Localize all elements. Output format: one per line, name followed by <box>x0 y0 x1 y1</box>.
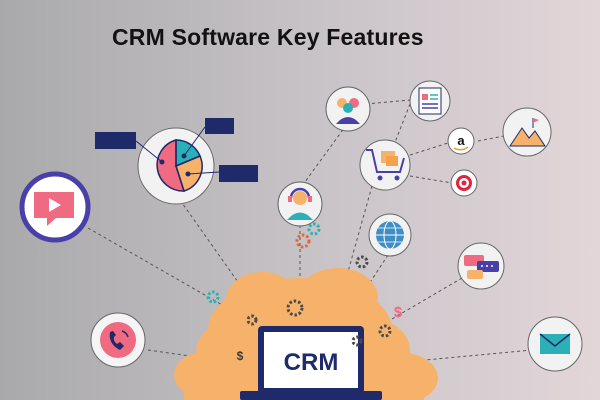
pie-callouts <box>95 118 258 182</box>
connector-amazon <box>409 142 449 156</box>
cloud <box>174 268 438 400</box>
gear-icon <box>307 222 321 236</box>
laptop <box>240 326 382 400</box>
gear-icon <box>351 335 363 347</box>
gear-icon <box>206 290 220 304</box>
dollar-icon: $ <box>394 304 403 321</box>
svg-text:a: a <box>457 133 465 148</box>
video-play-icon[interactable] <box>19 171 91 243</box>
support-agent-icon[interactable] <box>277 181 323 227</box>
gear-icon <box>286 299 304 317</box>
chat-bubbles-icon[interactable] <box>457 242 505 290</box>
dollar-icon: $ <box>237 349 244 363</box>
callout-label-placeholder <box>205 118 234 134</box>
connector-team <box>301 119 351 187</box>
landscape-image-icon[interactable] <box>502 107 552 157</box>
gear-icon <box>295 233 311 249</box>
connector-team-report <box>365 99 411 105</box>
shopping-cart-icon[interactable] <box>359 139 411 191</box>
pie-chart-icon[interactable] <box>137 127 215 205</box>
phone-icon[interactable] <box>90 312 146 368</box>
amazon-logo-icon[interactable]: a <box>447 127 475 155</box>
page-title: CRM Software Key Features <box>112 24 424 50</box>
callout-label-placeholder <box>219 165 258 182</box>
connector-target <box>409 175 453 184</box>
team-icon[interactable] <box>325 86 371 132</box>
connector-video <box>87 227 246 319</box>
report-document-icon[interactable] <box>409 80 451 122</box>
gear-icon <box>355 255 369 269</box>
callout-label-placeholder <box>95 132 136 149</box>
connector-chat <box>379 277 463 327</box>
target-logo-icon[interactable] <box>450 169 478 197</box>
gear-icon <box>378 324 392 338</box>
globe-icon[interactable] <box>368 213 412 257</box>
connector-landscape <box>477 135 505 142</box>
mail-icon[interactable] <box>527 316 583 372</box>
crm-label: CRM <box>284 349 339 376</box>
connector-report <box>391 103 411 151</box>
gear-icon <box>246 314 258 326</box>
